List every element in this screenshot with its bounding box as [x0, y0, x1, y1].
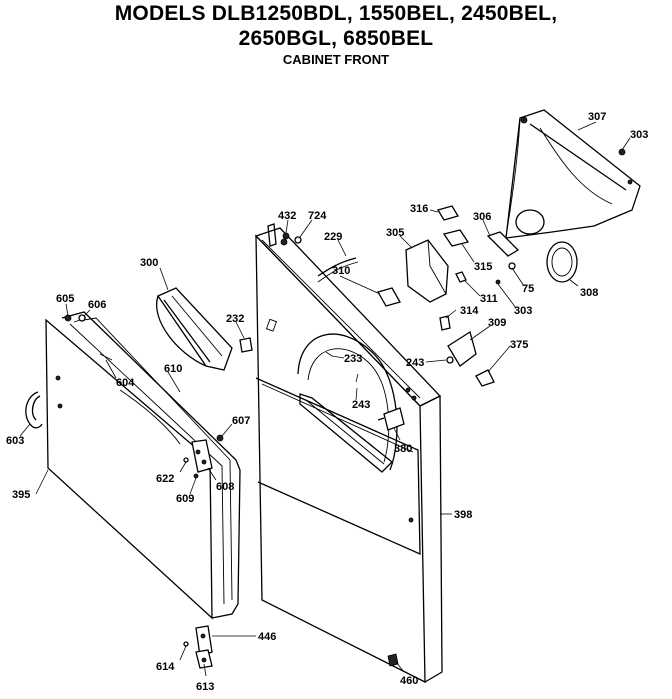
label-609: 609	[176, 493, 194, 505]
label-610: 610	[164, 363, 182, 375]
label-614: 614	[156, 661, 175, 673]
part-309	[447, 330, 477, 367]
label-622: 622	[156, 473, 174, 485]
label-310: 310	[332, 265, 350, 277]
cabinet-front-398	[254, 223, 443, 684]
label-724: 724	[308, 210, 327, 222]
hinge-pin-613	[195, 649, 213, 669]
part-314	[439, 315, 451, 331]
label-316: 316	[410, 203, 428, 215]
label-375: 375	[510, 339, 528, 351]
label-229: 229	[324, 231, 342, 243]
models-title-line-2: 2650BGL, 6850BEL	[238, 27, 434, 50]
label-314: 314	[460, 305, 479, 317]
ring-308	[546, 241, 578, 283]
switch-380	[377, 407, 405, 431]
label-75: 75	[522, 283, 534, 295]
part-614	[183, 641, 189, 647]
label-395: 395	[12, 489, 30, 501]
label-303-mid: 303	[514, 305, 532, 317]
screw-303-mid	[495, 279, 501, 285]
label-306: 306	[473, 211, 491, 223]
screw-243-panel	[355, 373, 359, 383]
part-316	[437, 205, 459, 221]
label-243-right: 243	[406, 357, 424, 369]
label-307: 307	[588, 111, 606, 123]
label-603: 603	[6, 435, 24, 447]
label-305: 305	[386, 227, 404, 239]
label-308: 308	[580, 287, 598, 299]
part-311	[455, 271, 467, 283]
label-607: 607	[232, 415, 250, 427]
label-311: 311	[480, 293, 498, 305]
label-604: 604	[116, 377, 135, 389]
part-75	[508, 262, 516, 270]
screw-303-top	[618, 148, 626, 156]
top-shroud-307	[505, 109, 641, 239]
label-608: 608	[216, 481, 234, 493]
label-398: 398	[454, 509, 472, 521]
part-243-right	[446, 356, 454, 364]
label-232: 232	[226, 313, 244, 325]
part-labels: 307 303 316 306 432 724 229 305 315 308 …	[6, 111, 648, 693]
screw-432	[282, 232, 290, 240]
part-604	[99, 353, 113, 361]
hinge-446	[195, 625, 213, 657]
label-300: 300	[140, 257, 158, 269]
label-315: 315	[474, 261, 492, 273]
screw-607	[216, 434, 224, 442]
label-233: 233	[344, 353, 362, 365]
label-432: 432	[278, 210, 296, 222]
screw-460	[387, 653, 399, 667]
label-606: 606	[88, 299, 106, 311]
handle-603	[25, 391, 43, 429]
label-303-top: 303	[630, 129, 648, 141]
bracket-305	[405, 239, 449, 303]
label-243-panel: 243	[352, 399, 370, 411]
label-446: 446	[258, 631, 276, 643]
part-724	[294, 236, 302, 244]
part-606	[78, 314, 86, 322]
leader-lines	[19, 121, 631, 677]
part-315	[442, 229, 470, 247]
knob-375	[475, 369, 495, 387]
part-622	[183, 457, 189, 463]
label-309: 309	[488, 317, 506, 329]
label-613: 613	[196, 681, 214, 693]
harness-229	[317, 257, 357, 277]
part-310	[377, 287, 401, 307]
label-460: 460	[400, 675, 418, 687]
lamp-housing-300	[155, 287, 233, 371]
part-609	[193, 473, 199, 479]
clip-232	[239, 337, 253, 353]
hinge-608	[191, 439, 213, 473]
label-605: 605	[56, 293, 74, 305]
screw-233	[325, 351, 333, 357]
models-title-line-1: MODELS DLB1250BDL, 1550BEL, 2450BEL,	[114, 2, 558, 25]
section-title: CABINET FRONT	[282, 52, 390, 67]
label-380: 380	[394, 443, 412, 455]
switch-306	[486, 231, 520, 257]
